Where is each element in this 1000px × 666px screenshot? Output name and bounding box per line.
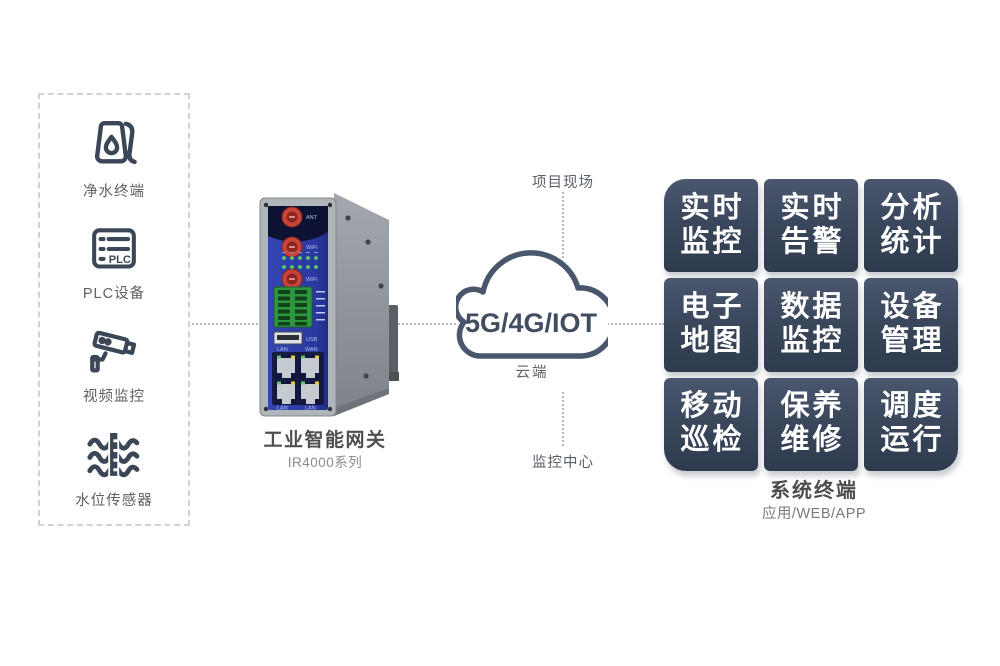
- tile-equipment-management: 设备管理: [864, 278, 958, 372]
- gateway-subtitle: IR4000系列: [287, 455, 363, 470]
- wifi1-label: WIFI: [306, 245, 318, 251]
- device-item-label: 水位传感器: [75, 492, 153, 509]
- connector-gateway-to-cloud: [398, 323, 456, 325]
- tile-maintenance-repair: 保养维修: [764, 377, 858, 471]
- cloud-icon: 5G/4G/IOT: [456, 250, 608, 359]
- lan-bottom-left-label: LAN: [277, 406, 288, 412]
- tile-mobile-inspection: 移动巡检: [664, 377, 758, 471]
- device-item-label: 净水终端: [83, 184, 145, 200]
- lan-top-label: LAN: [277, 347, 288, 353]
- site-label: 项目现场: [532, 175, 594, 191]
- tile-analysis-statistics: 分析统计: [864, 179, 958, 273]
- wifi2-label: WIFI: [306, 277, 318, 283]
- usb-label: USB: [306, 337, 318, 343]
- monitoring-center-label: 监控中心: [532, 455, 594, 471]
- plc-device-icon: PLC: [92, 227, 136, 269]
- tile-data-monitoring: 数据监控: [764, 278, 858, 372]
- connector-panel-to-gateway: [192, 323, 266, 325]
- tile-electronic-map: 电子地图: [664, 278, 758, 372]
- terminal-subtitle: 应用/WEB/APP: [761, 506, 867, 522]
- usb-port: [273, 331, 303, 345]
- system-terminal-grid: 实时监控 实时告警 分析统计 电子地图 数据监控 设备管理 移动巡检 保养维修 …: [664, 179, 958, 471]
- antenna-connectors: [281, 206, 303, 290]
- tile-realtime-monitoring: 实时监控: [664, 179, 758, 273]
- connector-cloud-to-center: [562, 392, 564, 446]
- gateway-device: ANT WIFI WIFI: [248, 190, 402, 433]
- connector-cloud-to-terminal: [604, 323, 664, 325]
- led-indicators: [282, 252, 318, 269]
- device-item-video: 视频监控: [40, 322, 188, 406]
- ethernet-ports: [272, 352, 324, 405]
- cloud-core-label: 5G/4G/IOT: [465, 308, 597, 338]
- device-item-plc: PLC PLC设备: [40, 221, 188, 303]
- device-item-label: PLC设备: [82, 285, 146, 302]
- water-level-sensor-icon: [87, 431, 140, 478]
- device-item-water-level: 水位传感器: [40, 426, 188, 510]
- case-side: [334, 193, 389, 416]
- field-devices-panel: 净水终端 PLC PLC设备: [38, 93, 190, 526]
- gateway-title: 工业智能网关: [263, 430, 387, 451]
- wan-top-label: WAN: [305, 347, 318, 353]
- gateway-router-image: ANT WIFI WIFI: [259, 193, 399, 417]
- lan-bottom-right-label: LAN: [305, 406, 316, 412]
- water-purifier-icon: [94, 120, 137, 165]
- din-rail-clip: [388, 305, 398, 381]
- ant-label: ANT: [306, 215, 318, 221]
- terminal-title: 系统终端: [770, 480, 858, 502]
- device-item-label: 视频监控: [83, 389, 145, 406]
- cloud-caption: 云端: [515, 365, 549, 381]
- plc-badge: PLC: [109, 254, 131, 266]
- terminal-block: [273, 286, 325, 328]
- tile-realtime-alert: 实时告警: [764, 179, 858, 273]
- cctv-camera-icon: [90, 331, 137, 373]
- connector-site-to-cloud: [562, 192, 564, 258]
- tile-dispatch-operation: 调度运行: [864, 377, 958, 471]
- device-item-water-purifier: 净水终端: [40, 115, 188, 201]
